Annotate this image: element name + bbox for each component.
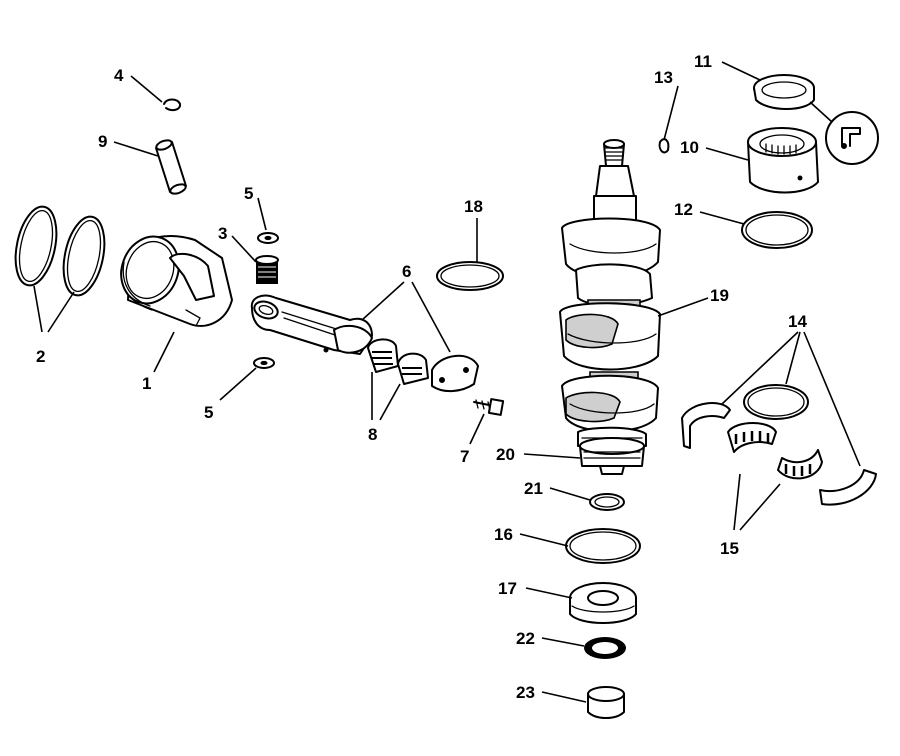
- lower-o-ring[interactable]: [565, 528, 641, 564]
- part-labels: 1 2 3 4 5 5 6 7 8 9 10 11 12 13 14 15 16…: [36, 52, 807, 702]
- label-9: 9: [98, 132, 107, 151]
- label-8: 8: [368, 425, 377, 444]
- label-20: 20: [496, 445, 515, 464]
- label-13: 13: [654, 68, 673, 87]
- label-5-bottom: 5: [204, 403, 213, 422]
- label-23: 23: [516, 683, 535, 702]
- label-4: 4: [114, 66, 124, 85]
- piston-pin[interactable]: [155, 139, 187, 196]
- crankshaft-o-ring-top[interactable]: [436, 261, 504, 291]
- label-18: 18: [464, 197, 483, 216]
- center-needle-bearing-cage-left[interactable]: [727, 422, 777, 453]
- bearing-carrier[interactable]: [569, 582, 637, 624]
- label-3: 3: [218, 224, 227, 243]
- piston-rings[interactable]: [9, 203, 111, 299]
- label-12: 12: [674, 200, 693, 219]
- lower-main-bearing[interactable]: [579, 437, 645, 475]
- label-19: 19: [710, 286, 729, 305]
- upper-bearing-ring[interactable]: [741, 211, 813, 249]
- label-11: 11: [694, 52, 712, 71]
- label-6: 6: [402, 262, 411, 281]
- label-15: 15: [720, 539, 739, 558]
- label-10: 10: [680, 138, 699, 157]
- rod-cap-screw[interactable]: [473, 398, 505, 416]
- piston[interactable]: [112, 228, 233, 327]
- thrust-washer-top[interactable]: [257, 232, 279, 244]
- label-16: 16: [494, 525, 513, 544]
- crankshaft-key[interactable]: [658, 138, 670, 154]
- crankshaft-sleeve[interactable]: [587, 686, 625, 719]
- label-2: 2: [36, 347, 45, 366]
- upper-seal-ring[interactable]: [753, 74, 815, 110]
- center-bearing-race-left[interactable]: [681, 402, 731, 449]
- rod-bearing-halves[interactable]: [367, 338, 429, 385]
- oil-seal[interactable]: [584, 637, 626, 659]
- center-bearing-ring[interactable]: [743, 384, 809, 420]
- center-needle-bearing-cage-right[interactable]: [777, 449, 823, 480]
- label-5-top: 5: [244, 184, 253, 203]
- label-17: 17: [498, 579, 517, 598]
- seal-detail-callout: [825, 111, 879, 165]
- upper-main-bearing[interactable]: [747, 127, 819, 194]
- connecting-rod[interactable]: [250, 294, 373, 355]
- crankshaft[interactable]: [559, 139, 661, 447]
- label-7: 7: [460, 447, 469, 466]
- leader-lines: [33, 61, 861, 703]
- label-1: 1: [142, 374, 151, 393]
- label-22: 22: [516, 629, 535, 648]
- rod-cap[interactable]: [431, 354, 479, 392]
- crankshaft-seal-ring[interactable]: [589, 493, 625, 511]
- label-14: 14: [788, 312, 807, 331]
- piston-pin-lock-ring[interactable]: [163, 98, 182, 112]
- label-21: 21: [524, 479, 543, 498]
- needle-bearing[interactable]: [255, 255, 279, 284]
- thrust-washer-bottom[interactable]: [253, 357, 275, 369]
- center-bearing-race-right[interactable]: [819, 469, 877, 506]
